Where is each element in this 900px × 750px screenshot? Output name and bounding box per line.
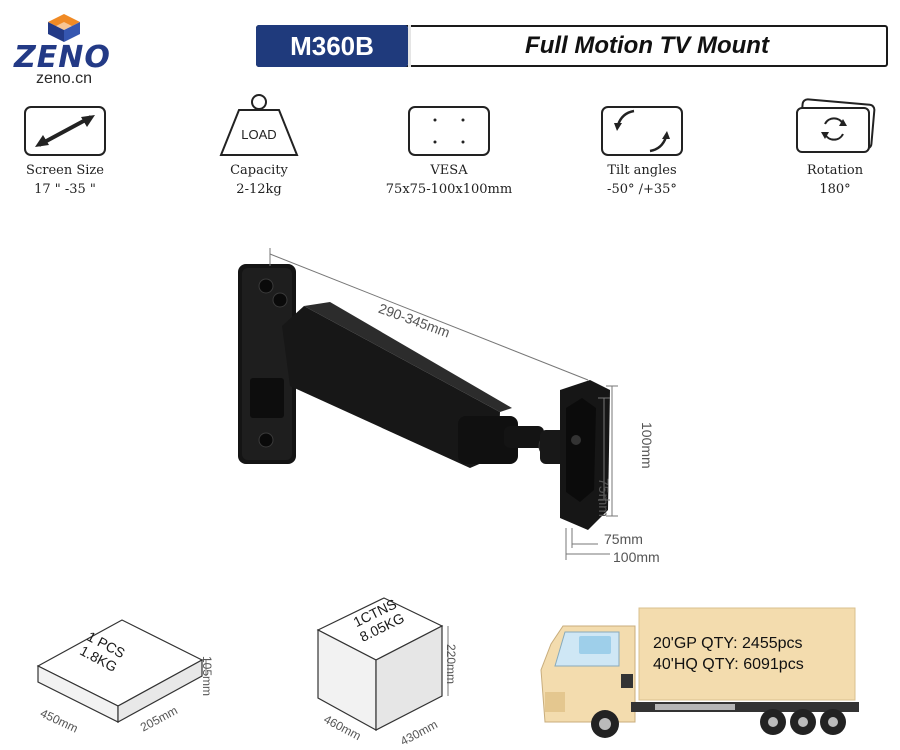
shipping-container (638, 607, 856, 701)
spec-screen-size: Screen Size 17 " -35 " (0, 105, 140, 197)
spec-capacity: LOAD Capacity 2-12kg (184, 94, 334, 197)
container-quantities: 20'GP QTY: 2455pcs 40'HQ QTY: 6091pcs (653, 633, 804, 675)
diagonal-arrow-icon (24, 106, 106, 156)
mount-illustration (238, 248, 618, 560)
spec-value: 180° (819, 182, 851, 197)
zeno-logo (48, 14, 80, 42)
spec-label: Capacity (230, 163, 288, 178)
spec-value: -50° /+35° (607, 182, 677, 197)
gp20-qty: 20'GP QTY: 2455pcs (653, 635, 803, 652)
spec-label: VESA (430, 163, 468, 178)
single-box-illustration (36, 619, 207, 724)
brand-domain: zeno.cn (36, 70, 93, 87)
spec-label: Tilt angles (607, 163, 677, 178)
plate-width-inner-label: 75mm (604, 531, 643, 547)
spec-vesa: VESA 75x75-100x100mm (374, 105, 524, 197)
vesa-pattern-icon (408, 106, 490, 156)
plate-height-inner-label: 75mm (596, 478, 612, 517)
rotation-icon (796, 98, 876, 153)
single-box-height: 105mm (200, 656, 214, 697)
spec-label: Screen Size (26, 163, 104, 178)
carton-illustration (316, 597, 449, 732)
spec-value: 2-12kg (236, 182, 282, 197)
truck-wheels (591, 709, 846, 738)
spec-value: 75x75-100x100mm (385, 182, 513, 197)
spec-label: Rotation (806, 163, 864, 178)
logo-cube-icon (48, 14, 80, 42)
hq40-qty: 40'HQ QTY: 6091pcs (653, 656, 804, 673)
container-truck-illustration (540, 607, 859, 738)
spec-rotation: Rotation 180° (760, 98, 900, 197)
spec-tilt: Tilt angles -50° /+35° (567, 105, 717, 197)
product-title: Full Motion TV Mount (525, 32, 769, 59)
tilt-arrows-icon (601, 106, 683, 156)
spec-value: 17 " -35 " (34, 182, 96, 197)
model-badge: M360B (256, 25, 411, 67)
brand-name: ZENO (14, 40, 111, 75)
carton-height: 220mm (444, 644, 458, 685)
load-text: LOAD (241, 127, 276, 142)
vesa-plate (560, 380, 610, 530)
wall-plate (238, 264, 296, 464)
load-weight-icon: LOAD (219, 94, 299, 156)
plate-height-outer-label: 100mm (639, 422, 655, 469)
gas-spring-arm (282, 302, 518, 468)
truck-chassis (631, 702, 859, 712)
arm-dimension-line (269, 253, 589, 381)
plate-width-outer-label: 100mm (613, 549, 660, 565)
truck-cab (540, 625, 636, 723)
